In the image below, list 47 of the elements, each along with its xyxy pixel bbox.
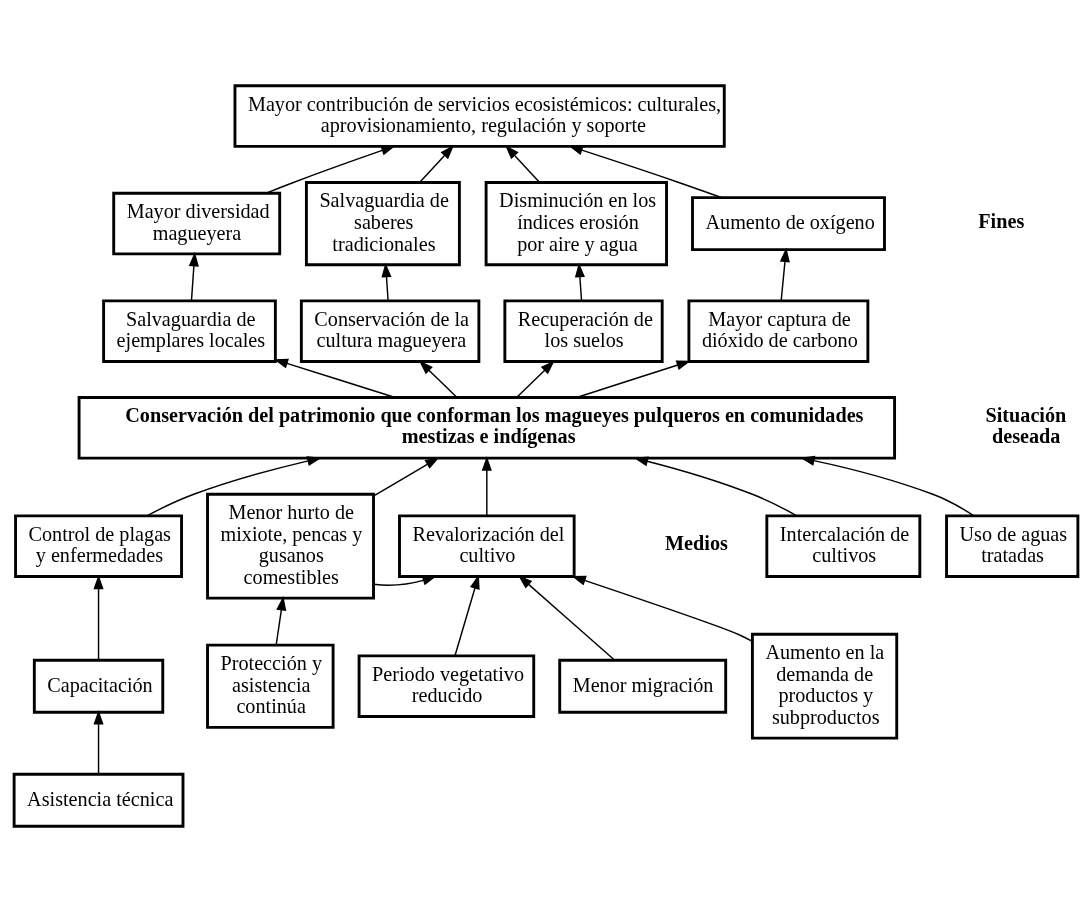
arrow [418, 360, 458, 398]
node-box: Uso de aguas tratadas [945, 514, 1080, 578]
node-box: Mayor contribución de servicios ecosistémicos: culturales, aprovisionamiento, regulación y soporte [233, 84, 726, 148]
node-box: Mayor captura de dióxido de carbono [687, 299, 870, 363]
arrow [571, 575, 754, 642]
node-box: Aumento en la demanda de productos y subproductos [750, 632, 899, 740]
label: Medios [665, 532, 728, 555]
node-box: Conservación del patrimonio que conforman los magueyes pulqueros en comunidades mestizas e indígenas [77, 396, 897, 460]
arrow [373, 575, 437, 586]
node-box: Protección y asistencia continúa [206, 643, 335, 729]
arrow [800, 455, 975, 517]
arrow [505, 145, 540, 183]
arrow [574, 262, 585, 302]
arrow [779, 247, 790, 302]
node-box: Recuperación de los suelos [503, 299, 664, 363]
arrow [633, 456, 798, 517]
arrow [481, 456, 492, 517]
arrow [419, 145, 455, 183]
arrow [146, 456, 322, 517]
node-box: Aumento de oxígeno [691, 196, 886, 252]
node-box: Intercalación de cultivos [765, 514, 922, 578]
arrow [518, 575, 616, 661]
arrow [373, 457, 440, 497]
label: Situación deseada [985, 404, 1067, 447]
node-box: Mayor diversidad magueyera [112, 191, 282, 256]
arrow [568, 145, 723, 199]
node-box: Salvaguardia de saberes tradicionales [304, 181, 461, 267]
node-box: Revalorización del cultivo [398, 514, 576, 578]
node-box: Disminución en los índices erosión por aire y agua [484, 181, 668, 267]
node-box: Periodo vegetativo reducido [357, 654, 536, 718]
arrow [265, 145, 396, 194]
arrow [381, 262, 392, 302]
arrow [454, 574, 480, 657]
node-box: Asistencia técnica [12, 772, 185, 828]
arrow [273, 358, 396, 399]
node-box: Control de plagas y enfermedades [14, 514, 183, 578]
node-box: Conservación de la cultura magueyera [299, 299, 481, 363]
arrow [516, 360, 555, 398]
node-box: Capacitación [32, 658, 165, 714]
node-box: Salvaguardia de ejemplares locales [102, 299, 277, 363]
label: Fines [978, 209, 1025, 232]
arrow [275, 596, 287, 646]
node-box: Menor hurto de mixiote, pencas y gusanos comestibles [206, 492, 375, 600]
node-box: Menor migración [558, 658, 728, 714]
arrow [188, 251, 199, 302]
arrow [575, 360, 691, 399]
arrow [93, 710, 104, 775]
